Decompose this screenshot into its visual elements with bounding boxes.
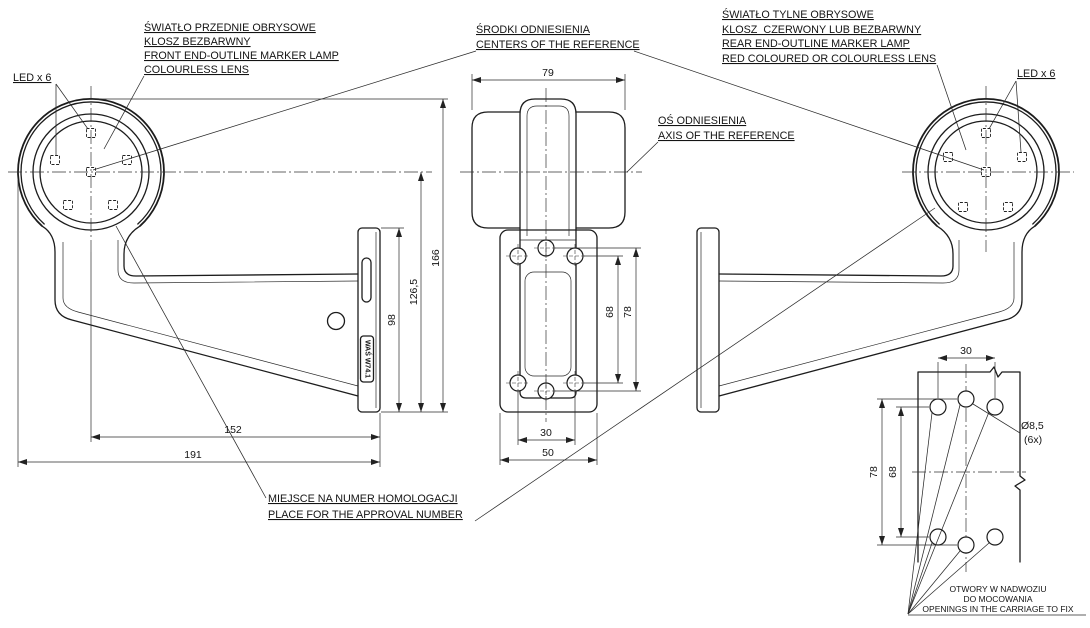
leader-line bbox=[103, 75, 145, 150]
rear-lamp-outer-ring-inner bbox=[915, 101, 1057, 225]
led-marker bbox=[1003, 202, 1013, 212]
arm-upper-inner-edge bbox=[718, 240, 960, 284]
front-lamp-label-pl: ŚWIATŁO PRZEDNIE OBRYSOWE bbox=[144, 21, 316, 34]
approval-number-label-en: PLACE FOR THE APPROVAL NUMBER bbox=[268, 509, 463, 521]
housing-post-recess bbox=[524, 271, 572, 377]
leader-line bbox=[474, 207, 936, 522]
lamp-front-view bbox=[471, 98, 626, 413]
mounting-holes-label-pl-2: DO MOCOWANIA bbox=[963, 594, 1032, 604]
leader-line bbox=[626, 141, 659, 173]
mounting-plate bbox=[499, 229, 598, 413]
leader-line bbox=[936, 64, 967, 151]
lens-left-lobe bbox=[471, 111, 521, 229]
carriage-hole bbox=[929, 528, 947, 546]
carriage-outline bbox=[917, 366, 1026, 563]
dimension-detail-hole-pitch: 30 bbox=[960, 345, 972, 357]
housing-post-inner-edge bbox=[526, 105, 570, 236]
leader-line bbox=[55, 83, 89, 130]
rear-lamp-lens-label-pl: KLOSZ CZERWONY LUB BEZBARWNY bbox=[722, 24, 921, 36]
arm-hole bbox=[326, 311, 346, 331]
led-count-left: LED x 6 bbox=[13, 72, 51, 84]
leader-line bbox=[115, 225, 267, 499]
leader-line bbox=[92, 50, 477, 171]
carriage-hole bbox=[957, 536, 975, 554]
dimension-hole-spacing-outer: 78 bbox=[622, 306, 634, 318]
front-lamp-lens-label-pl: KLOSZ BEZBARWNY bbox=[144, 36, 251, 48]
leader-line bbox=[633, 50, 985, 171]
arm-lower-edge bbox=[41, 225, 359, 397]
approval-stamp-frame bbox=[359, 335, 375, 383]
hole-count: (6x) bbox=[1024, 434, 1042, 446]
front-lamp-side-view: WAŚ W74.1 bbox=[17, 98, 381, 413]
led-marker bbox=[122, 155, 132, 165]
mounting-holes-label-en: OPENINGS IN THE CARRIAGE TO FIX bbox=[922, 604, 1073, 614]
led-marker bbox=[50, 155, 60, 165]
center-lines bbox=[8, 86, 1074, 422]
arm-lower-inner-edge bbox=[718, 242, 1015, 387]
carriage-hole bbox=[957, 390, 975, 408]
rear-lamp-label-en: REAR END-OUTLINE MARKER LAMP bbox=[722, 38, 910, 50]
dimension-overall-length: 191 bbox=[184, 449, 202, 461]
leader-line bbox=[907, 542, 990, 615]
led-marker bbox=[108, 200, 118, 210]
arm-lower-edge bbox=[718, 225, 1036, 397]
side-view-dimensions: 166 126,5 98 152 191 bbox=[17, 98, 448, 467]
dimension-center-offset: 152 bbox=[224, 424, 242, 436]
rear-lamp-side-view bbox=[696, 98, 1060, 413]
arm-upper-inner-edge bbox=[117, 240, 359, 284]
mounting-bracket bbox=[357, 227, 381, 413]
mounting-holes-detail: 30 78 68 Ø8,5 (6x) OTWORY W NADWOZIU DO … bbox=[868, 345, 1086, 616]
annotations: ŚWIATŁO PRZEDNIE OBRYSOWE KLOSZ BEZBARWN… bbox=[13, 8, 1055, 522]
leader-line bbox=[988, 80, 1017, 130]
mounting-bracket bbox=[696, 227, 720, 413]
dimension-center-height: 126,5 bbox=[408, 279, 420, 305]
leader-line bbox=[907, 550, 961, 615]
approval-stamp: WAŚ W74.1 bbox=[364, 340, 373, 378]
dimension-detail-spacing-inner: 68 bbox=[887, 466, 899, 478]
leader-line bbox=[907, 412, 933, 615]
led-marker bbox=[1017, 152, 1027, 162]
front-lamp-label-en: FRONT END-OUTLINE MARKER LAMP bbox=[144, 50, 339, 62]
dimension-bracket-width: 50 bbox=[542, 447, 554, 459]
leader-line bbox=[1015, 80, 1022, 153]
reference-axis-label-pl: OŚ ODNIESIENIA bbox=[658, 114, 747, 127]
dimension-detail-spacing-outer: 78 bbox=[868, 466, 880, 478]
front-lamp-outer-ring-inner bbox=[20, 101, 162, 225]
led-marker bbox=[958, 202, 968, 212]
leader-line bbox=[972, 403, 1021, 434]
reference-centers-label-pl: ŚRODKI ODNIESIENIA bbox=[476, 23, 591, 36]
reference-centers-label-en: CENTERS OF THE REFERENCE bbox=[476, 39, 640, 51]
carriage-hole bbox=[986, 528, 1004, 546]
dimension-overall-height: 166 bbox=[430, 249, 442, 267]
housing-post bbox=[519, 98, 577, 399]
lens-right-lobe bbox=[575, 111, 626, 229]
arm-lower-inner-edge bbox=[62, 242, 359, 387]
led-count-right: LED x 6 bbox=[1017, 68, 1055, 80]
approval-number-label-pl: MIEJSCE NA NUMER HOMOLOGACJI bbox=[268, 493, 458, 505]
bracket-slot bbox=[361, 257, 372, 303]
rear-lamp-lens-label-en: RED COLOURED OR COLOURLESS LENS bbox=[722, 53, 936, 65]
carriage-hole bbox=[986, 398, 1004, 416]
dimension-bracket-height: 98 bbox=[386, 314, 398, 326]
leader-line bbox=[907, 411, 990, 615]
leader-line bbox=[907, 542, 933, 615]
reference-axis-label-en: AXIS OF THE REFERENCE bbox=[658, 130, 795, 142]
dimension-hole-spacing-inner: 68 bbox=[604, 306, 616, 318]
mounting-holes-label-pl-1: OTWORY W NADWOZIU bbox=[950, 584, 1047, 594]
rear-lamp-label-pl: ŚWIATŁO TYLNE OBRYSOWE bbox=[722, 8, 874, 21]
led-marker bbox=[63, 200, 73, 210]
plate-holes bbox=[506, 236, 587, 403]
dimension-lens-width: 79 bbox=[542, 67, 554, 79]
dimension-hole-pitch: 30 bbox=[540, 427, 552, 439]
carriage-hole bbox=[929, 398, 947, 416]
leader-line bbox=[907, 404, 961, 615]
arm-upper-edge bbox=[123, 225, 359, 277]
hole-diameter: Ø8,5 bbox=[1021, 420, 1044, 432]
front-view-dimensions: 79 68 78 30 50 bbox=[471, 67, 641, 465]
arm-upper-edge bbox=[718, 225, 954, 277]
front-lamp-lens-label-en: COLOURLESS LENS bbox=[144, 64, 249, 76]
